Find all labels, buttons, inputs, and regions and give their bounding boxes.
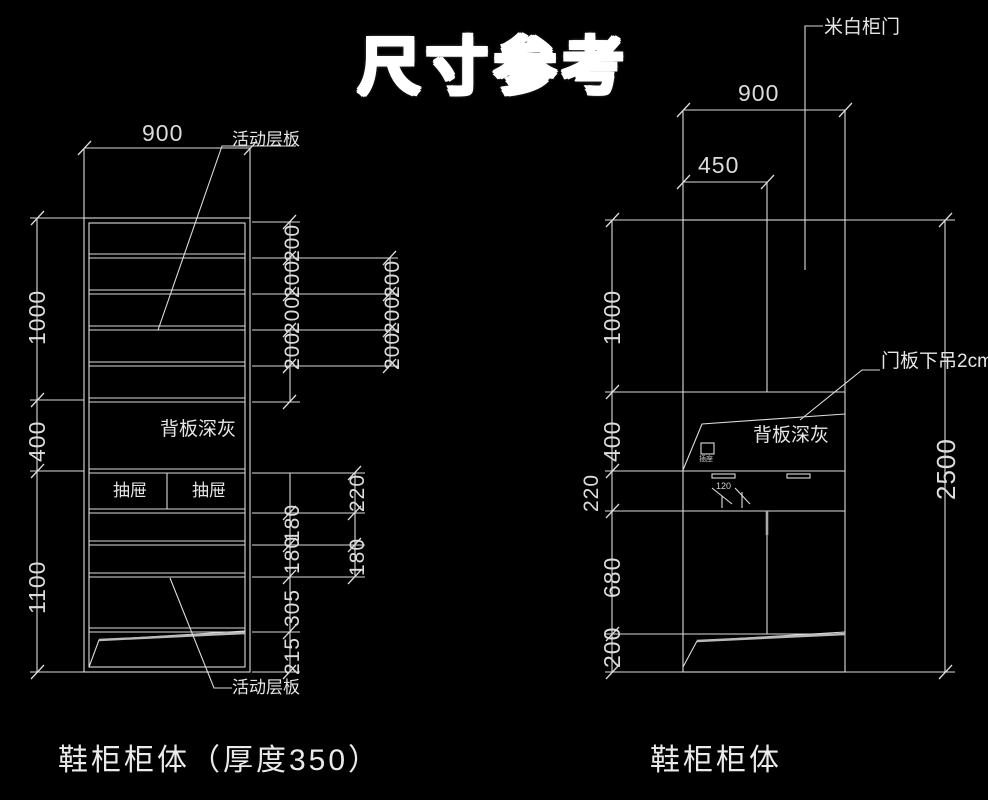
label-drawer-left: 抽屉 [113, 481, 147, 500]
right-chain-upper-dim-2: 200 [281, 259, 304, 298]
right-chain-upper-dim-4: 200 [281, 331, 304, 370]
label-handle-dimension-120: 120 [716, 481, 732, 491]
leader-label-door-drop-2cm: 门板下吊2cm [881, 351, 988, 372]
caption-left-view: 鞋柜柜体（厚度350） [58, 744, 382, 777]
lower-inner-dim-305: 305 [281, 588, 304, 627]
leader-label-movable-shelf-top: 活动层板 [232, 130, 300, 149]
lower-inner-dim-215: 215 [281, 636, 304, 675]
leader-label-offwhite-door: 米白柜门 [824, 17, 901, 38]
right-view-chain-200: 200 [599, 626, 625, 668]
label-back-panel-dark-gray-left: 背板深灰 [160, 419, 237, 440]
label-back-panel-dark-gray-right: 背板深灰 [753, 425, 830, 446]
right-view-chain-220: 220 [580, 473, 603, 512]
lower-outer-dim-220: 220 [346, 473, 369, 512]
lower-outer-dim-180: 180 [346, 537, 369, 576]
caption-right-view: 鞋柜柜体 [650, 744, 782, 777]
leader-label-movable-shelf-bottom: 活动层板 [232, 678, 300, 697]
label-socket: 插座 [699, 456, 713, 463]
right-chain-upper-dim-1: 200 [281, 223, 304, 262]
left-top-dimension-900: 900 [142, 120, 184, 146]
right-view-chain-400: 400 [599, 420, 625, 462]
right-chain-outer-dim-2: 200 [381, 295, 404, 334]
right-view-chain-680: 680 [599, 556, 625, 598]
right-view-overall-2500: 2500 [931, 438, 961, 500]
right-top-dimension-900: 900 [738, 80, 780, 106]
label-drawer-right: 抽屉 [192, 481, 226, 500]
right-top-dimension-450: 450 [698, 152, 740, 178]
left-chain-dim-1000: 1000 [24, 289, 50, 345]
right-chain-upper-dim-3: 200 [281, 295, 304, 334]
right-view-chain-1000: 1000 [599, 289, 625, 345]
left-chain-dim-400: 400 [24, 420, 50, 462]
right-chain-outer-dim-1: 200 [381, 259, 404, 298]
left-chain-dim-1100: 1100 [24, 560, 50, 614]
right-chain-outer-dim-3: 200 [381, 331, 404, 370]
lower-inner-dim-180-b: 180 [281, 535, 304, 574]
